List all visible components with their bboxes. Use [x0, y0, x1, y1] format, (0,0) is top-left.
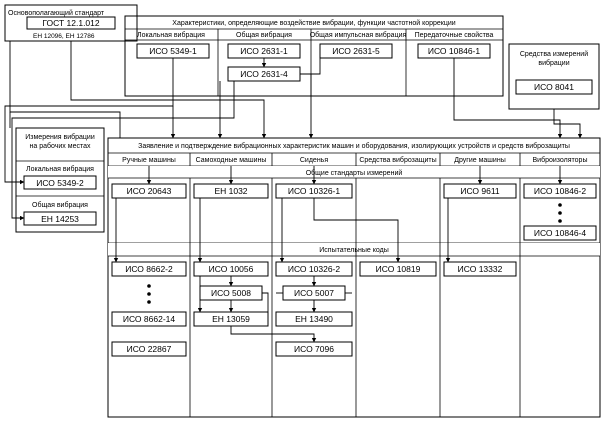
iso-10819: ИСО 10819 — [376, 264, 421, 274]
iso-7096: ИСО 7096 — [294, 344, 334, 354]
decl-col-protect: Средства виброзащиты — [359, 156, 436, 164]
characteristics-group: Характеристики, определяющие воздействие… — [124, 15, 504, 97]
workplace-local-label: Локальная вибрация — [26, 165, 94, 173]
iso-8662-14: ИСО 8662-14 — [123, 314, 176, 324]
instruments-title-1: Средства измерений — [520, 50, 588, 58]
workplace-title-1: Измерения вибрации — [25, 133, 95, 141]
iso-13332: ИСО 13332 — [458, 264, 503, 274]
iso-9611: ИСО 9611 — [460, 186, 500, 196]
iso-5007: ИСО 5007 — [294, 288, 334, 298]
base-standard-related: ЕН 12096, ЕН 12786 — [33, 33, 95, 40]
base-standard-box — [26, 16, 116, 30]
base-standard-code: ГОСТ 12.1.012 — [42, 18, 100, 28]
declaration-group: Заявление и подтверждение вибрационных х… — [107, 137, 601, 418]
iso-5349-1: ИСО 5349-1 — [149, 46, 197, 56]
en-14253: ЕН 14253 — [41, 214, 79, 224]
connectors — [4, 41, 583, 343]
iso-20643: ИСО 20643 — [127, 186, 172, 196]
iso-10326-2: ИСО 10326-2 — [288, 264, 341, 274]
workplace-group: Измерения вибрации на рабочих местах Лок… — [15, 127, 105, 233]
iso-2631-5: ИСО 2631-5 — [332, 46, 380, 56]
base-standard-label: Основополагающий стандарт — [8, 9, 105, 17]
iso-10846-2: ИСО 10846-2 — [534, 186, 587, 196]
iso-10846-4: ИСО 10846-4 — [534, 228, 587, 238]
common-standards-label: Общие стандарты измерений — [306, 169, 403, 177]
decl-col-isolators: Виброизоляторы — [533, 156, 588, 164]
base-standard-group: Основополагающий стандарт ГОСТ 12.1.012 … — [4, 4, 138, 42]
iso-2631-4: ИСО 2631-4 — [240, 69, 288, 79]
en-1032: ЕН 1032 — [214, 186, 247, 196]
decl-col-hand: Ручные машины — [122, 157, 176, 164]
test-codes-label: Испытательные коды — [319, 247, 388, 254]
iso-10846-1: ИСО 10846-1 — [428, 46, 481, 56]
workplace-title-2: на рабочих местах — [30, 142, 91, 150]
char-col-general: Общая вибрация — [236, 31, 292, 39]
declaration-title: Заявление и подтверждение вибрационных х… — [138, 142, 570, 150]
char-col-impulse: Общая импульсная вибрация — [310, 31, 407, 39]
iso-5349-2: ИСО 5349-2 — [36, 178, 84, 188]
iso-8041: ИСО 8041 — [534, 82, 574, 92]
instruments-title-2: вибрации — [538, 59, 569, 67]
iso-10326-1: ИСО 10326-1 — [288, 186, 341, 196]
decl-col-other: Другие машины — [454, 157, 506, 164]
iso-5008: ИСО 5008 — [211, 288, 251, 298]
iso-22867: ИСО 22867 — [127, 344, 172, 354]
en-13490: ЕН 13490 — [295, 314, 333, 324]
decl-col-mobile: Самоходные машины — [196, 157, 267, 164]
iso-10056: ИСО 10056 — [209, 264, 254, 274]
en-13059: ЕН 13059 — [212, 314, 250, 324]
char-col-transfer: Передаточные свойства — [415, 31, 494, 39]
characteristics-title: Характеристики, определяющие воздействие… — [172, 19, 456, 27]
instruments-group: Средства измерений вибрации ИСО 8041 — [508, 43, 600, 110]
char-col-local: Локальная вибрация — [137, 31, 205, 39]
iso-2631-1: ИСО 2631-1 — [240, 46, 288, 56]
workplace-general-label: Общая вибрация — [32, 201, 88, 209]
iso-8662-2: ИСО 8662-2 — [125, 264, 173, 274]
decl-col-seats: Сиденья — [300, 157, 328, 164]
